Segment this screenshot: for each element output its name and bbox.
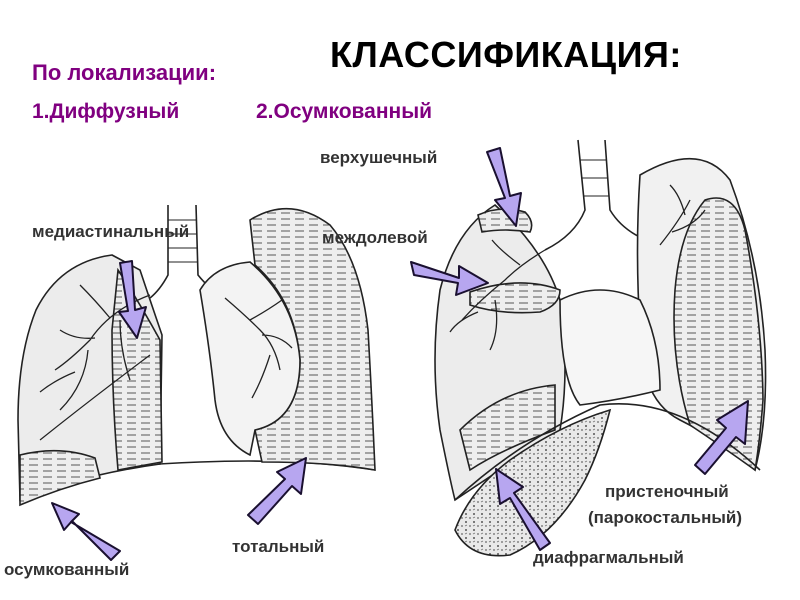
encysted-effusion-area [19, 449, 101, 507]
arrow-mediastinal [118, 260, 147, 339]
label-total: тотальный [232, 537, 325, 556]
arrow-diaphragmatic [495, 468, 551, 551]
label-interlobar: междолевой [322, 228, 428, 247]
arrow-interlobar [410, 261, 489, 296]
right-fig-diaphragm [454, 403, 761, 501]
classification-subtitle: По локализации: [32, 60, 217, 85]
right-bronchi [224, 297, 293, 399]
right-lung-air [199, 261, 301, 457]
heart-outline [559, 289, 661, 406]
label-mediastinal: медиастинальный [32, 222, 190, 241]
parietal-effusion-area [673, 197, 764, 472]
left-lungs-figure [17, 204, 376, 507]
label-parietal: пристеночный [605, 482, 729, 501]
left-fissure [39, 354, 151, 441]
label-diaphragmatic: диафрагмальный [533, 548, 684, 567]
type-encysted: 2.Осумкованный [256, 100, 433, 123]
slide-title: КЛАССИФИКАЦИЯ: [330, 34, 682, 75]
label-encysted: осумкованный [4, 560, 130, 579]
type-diffuse: 1.Диффузный [32, 100, 180, 123]
label-parietal-costal: (парокостальный) [588, 508, 742, 527]
arrow-encysted [51, 502, 121, 561]
diaphragmatic-effusion-area [454, 408, 612, 557]
arrows [51, 147, 749, 561]
arrow-total [247, 457, 307, 525]
right-fig-right-bronchi [659, 184, 706, 246]
label-apical: верхушечный [320, 148, 438, 167]
left-bronchi [39, 284, 151, 411]
right-fig-lower-effusion [459, 384, 556, 472]
right-fig-left-bronchi [449, 239, 546, 351]
arrow-apical [486, 147, 522, 227]
arrow-parietal [694, 400, 749, 475]
